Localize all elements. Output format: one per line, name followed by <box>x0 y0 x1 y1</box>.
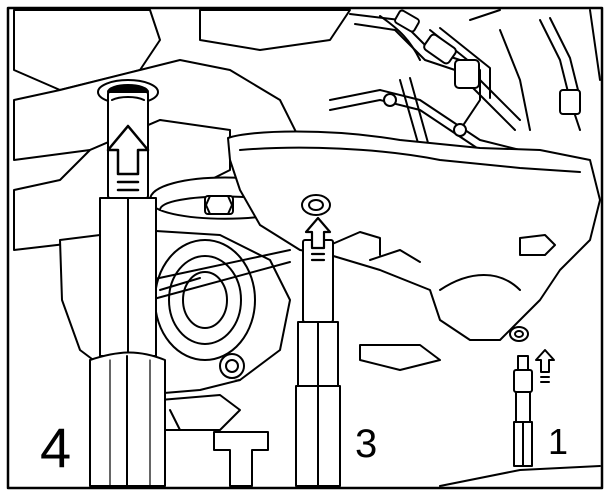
support-pin-1 <box>513 355 533 467</box>
lower-parts <box>159 394 601 487</box>
support-stand-3 <box>295 239 341 487</box>
border <box>6 6 604 490</box>
step-label-4: 4 <box>40 416 72 479</box>
control-arm <box>227 130 601 371</box>
up-arrow-icon-1 <box>535 349 555 383</box>
step-label-3: 3 <box>355 422 378 466</box>
up-arrow-icon-3 <box>304 216 332 262</box>
up-arrow-icon-4 <box>106 124 150 192</box>
step-label-1: 1 <box>548 421 569 462</box>
upper-fittings <box>383 9 581 137</box>
